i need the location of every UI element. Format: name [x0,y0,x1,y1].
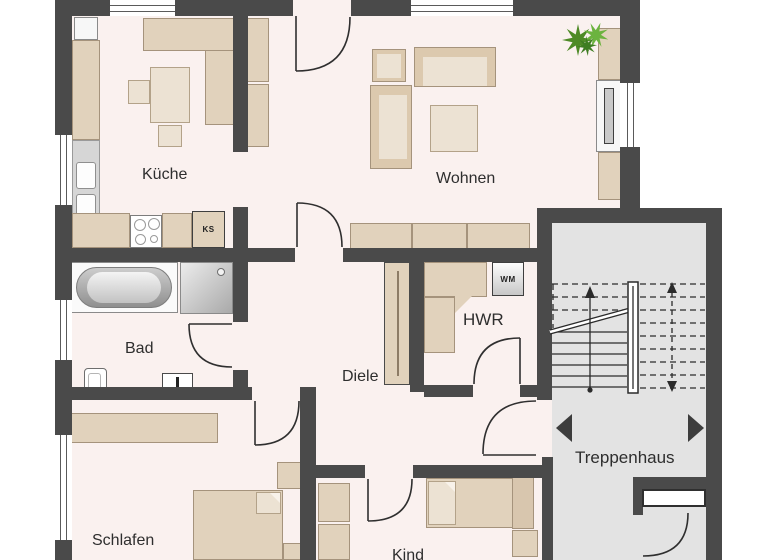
kitchen-sink-basin [76,162,96,189]
kitchen-counter-bottom2 [162,213,192,248]
sideboard-right [598,152,622,200]
fridge-label: KS [202,225,215,234]
chaise-sofa [370,85,412,169]
kitchen-counter-left [72,40,100,140]
bathtub [70,262,178,313]
window [55,435,72,540]
armchair [372,49,406,82]
room-label-kind: Kind [392,547,425,560]
window [55,135,72,205]
washing-machine: WM [492,262,524,296]
burner [134,219,146,231]
kitchen-counter-bottom [72,213,130,248]
wall [351,0,411,16]
sideboard-right [598,28,622,80]
wc-icon [176,377,179,388]
sofa [414,47,496,87]
kids-nightstand [512,530,538,557]
wall [620,16,640,83]
sideboard-bottom [412,223,467,250]
wall [55,540,72,560]
room-label-diele: Diele [342,368,379,385]
fridge: KS [192,211,225,248]
wall [55,0,72,135]
kitchen-island-counter [143,18,237,51]
shower-drain [217,268,225,276]
kitchen-chair [128,80,150,104]
window [55,300,72,360]
kitchen-chair [158,125,182,147]
window [110,0,175,16]
kitchen-table [150,67,190,123]
sideboard-bottom [467,223,530,250]
wall [343,248,537,262]
window [411,0,513,16]
room-label-wohnen: Wohnen [436,170,496,187]
burner [150,235,158,243]
wall [55,248,295,262]
wall [413,465,542,478]
washing-machine-label: WM [500,274,516,284]
stairwell-wall [542,457,553,560]
room-label-hwr: HWR [463,310,504,329]
stove [130,215,162,248]
coffee-table [430,105,478,152]
burner [135,234,146,245]
wall [233,16,248,152]
building-entrance-door [642,489,706,507]
room-label-schlafen: Schlafen [92,532,155,549]
kids-wardrobe [318,524,350,560]
kids-pillow [428,481,456,525]
wall [300,387,316,560]
room-label-treppenhaus: Treppenhaus [575,448,675,467]
shower [180,262,233,314]
sideboard-bottom [350,223,412,250]
pillow-fold [270,493,280,503]
utility-counter-top [424,262,487,297]
wall [620,147,640,208]
kids-wardrobe [318,483,350,522]
entrance-wall [633,489,643,515]
wall [175,0,293,16]
burner [148,218,160,230]
utility-counter-left [424,297,455,353]
wall [410,260,424,392]
room-label-bad: Bad [125,340,154,357]
chaise-seat [379,95,407,159]
stairwell-wall [537,223,552,400]
hall-wardrobe-line [397,271,399,376]
kitchen-corner-cabinet [74,17,98,40]
stairwell-wall [537,208,722,223]
stairwell-wall [706,208,722,560]
wall [316,465,365,478]
armchair-seat [377,54,401,78]
kitchen-island-counter-leg [205,50,237,125]
sofa-seat [423,57,487,86]
wall [55,387,252,400]
wall [424,385,473,397]
tv-screen [604,88,614,144]
bedroom-wardrobe [70,413,218,443]
wall [520,385,537,397]
room-label-kueche: Küche [142,166,188,183]
hall-wardrobe [384,262,410,385]
bedroom-pillow [256,492,281,514]
entrance-wall [633,477,706,489]
pillow-fold [445,482,455,492]
wall [513,0,640,16]
stairwell-floor [552,223,706,560]
kids-bed-end [512,474,534,529]
wall [233,262,248,322]
window [620,83,640,147]
bathtub-basin [87,272,161,303]
